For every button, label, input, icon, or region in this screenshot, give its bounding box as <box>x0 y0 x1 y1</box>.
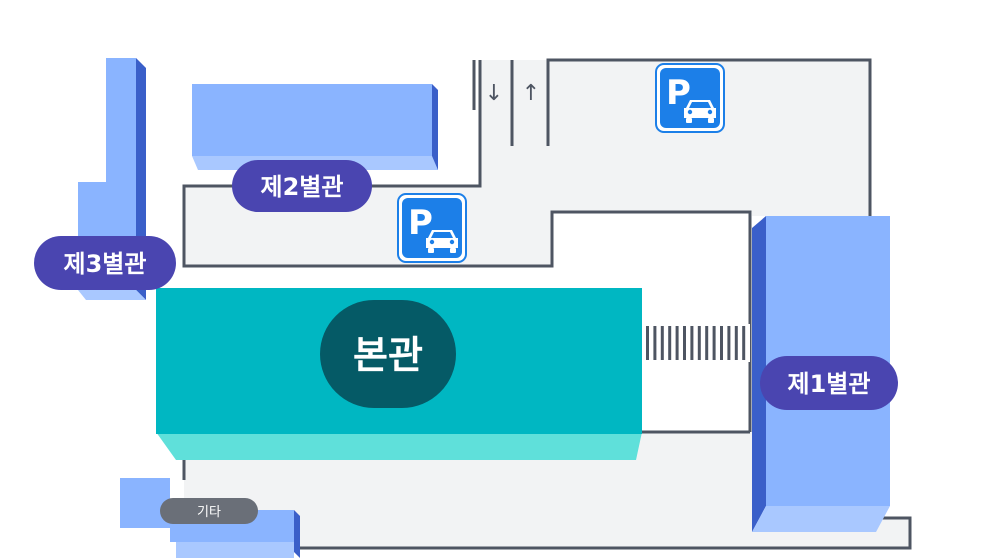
label-misc[interactable]: 기타 <box>160 498 258 524</box>
crosswalk-stripe <box>646 326 649 360</box>
crosswalk-stripe <box>712 326 716 360</box>
crosswalk-stripe <box>705 326 709 360</box>
label-main-building-bg <box>320 300 456 408</box>
label-misc-text: 기타 <box>197 505 221 520</box>
parking-letter: P <box>408 203 433 243</box>
crosswalk-stripe <box>690 326 694 360</box>
crosswalk-stripe <box>653 326 657 360</box>
annex-2-building[interactable] <box>192 84 438 170</box>
label-annex-1-text: 제1별관 <box>788 370 871 398</box>
annex-3-bottom <box>78 290 146 300</box>
crosswalk-stripes <box>646 326 746 360</box>
label-annex-3[interactable]: 제3별관 <box>34 236 176 290</box>
label-misc-bg <box>160 498 258 524</box>
crosswalk-stripe <box>675 326 679 360</box>
parking-letter: P <box>666 73 691 113</box>
label-annex-1-bg <box>760 356 898 410</box>
misc-side <box>294 510 300 558</box>
outline-upper-left <box>182 60 752 432</box>
outline-lower-bottom <box>298 516 912 550</box>
arrow-up-icon: ↑ <box>522 81 540 106</box>
label-annex-2-text: 제2별관 <box>261 173 344 201</box>
crosswalk-stripe <box>697 326 701 360</box>
label-annex-2[interactable]: 제2별관 <box>232 160 372 212</box>
label-annex-3-bg <box>34 236 176 290</box>
label-annex-1[interactable]: 제1별관 <box>760 356 898 410</box>
crosswalk-stripe <box>683 326 686 360</box>
parking-lot-lower <box>184 432 910 548</box>
crosswalk-stripe <box>734 326 738 360</box>
misc-roof-a <box>120 478 170 528</box>
label-annex-3-text: 제3별관 <box>64 250 147 278</box>
label-main-building[interactable]: 본관 <box>320 300 456 408</box>
crosswalk-stripe <box>742 326 746 360</box>
annex-3-roof <box>78 58 136 290</box>
car-icon <box>426 230 458 253</box>
annex-1-bottom <box>752 506 890 532</box>
label-annex-2-bg <box>232 160 372 212</box>
site-outline <box>182 58 912 550</box>
crosswalk-base <box>642 324 750 362</box>
parking-sign-top[interactable]: P <box>655 63 725 133</box>
crosswalk-stripe <box>720 326 723 360</box>
label-main-building-text: 본관 <box>353 333 423 377</box>
annex-2-roof <box>192 84 432 156</box>
car-icon <box>684 100 716 123</box>
crosswalk-stripe <box>660 326 664 360</box>
arrow-down-icon: ↓ <box>485 81 503 106</box>
parking-sign-mid[interactable]: P <box>397 193 467 263</box>
crosswalk-stripe <box>727 326 731 360</box>
annex-1-side <box>752 216 766 532</box>
crosswalk <box>642 324 750 362</box>
crosswalk-stripe <box>668 326 672 360</box>
outline-upper-right <box>546 58 872 216</box>
entrance-lanes <box>472 60 514 146</box>
annex-2-side <box>432 84 438 170</box>
entry-road <box>480 60 548 190</box>
main-building-face <box>156 432 642 460</box>
misc-bottom <box>176 542 294 558</box>
